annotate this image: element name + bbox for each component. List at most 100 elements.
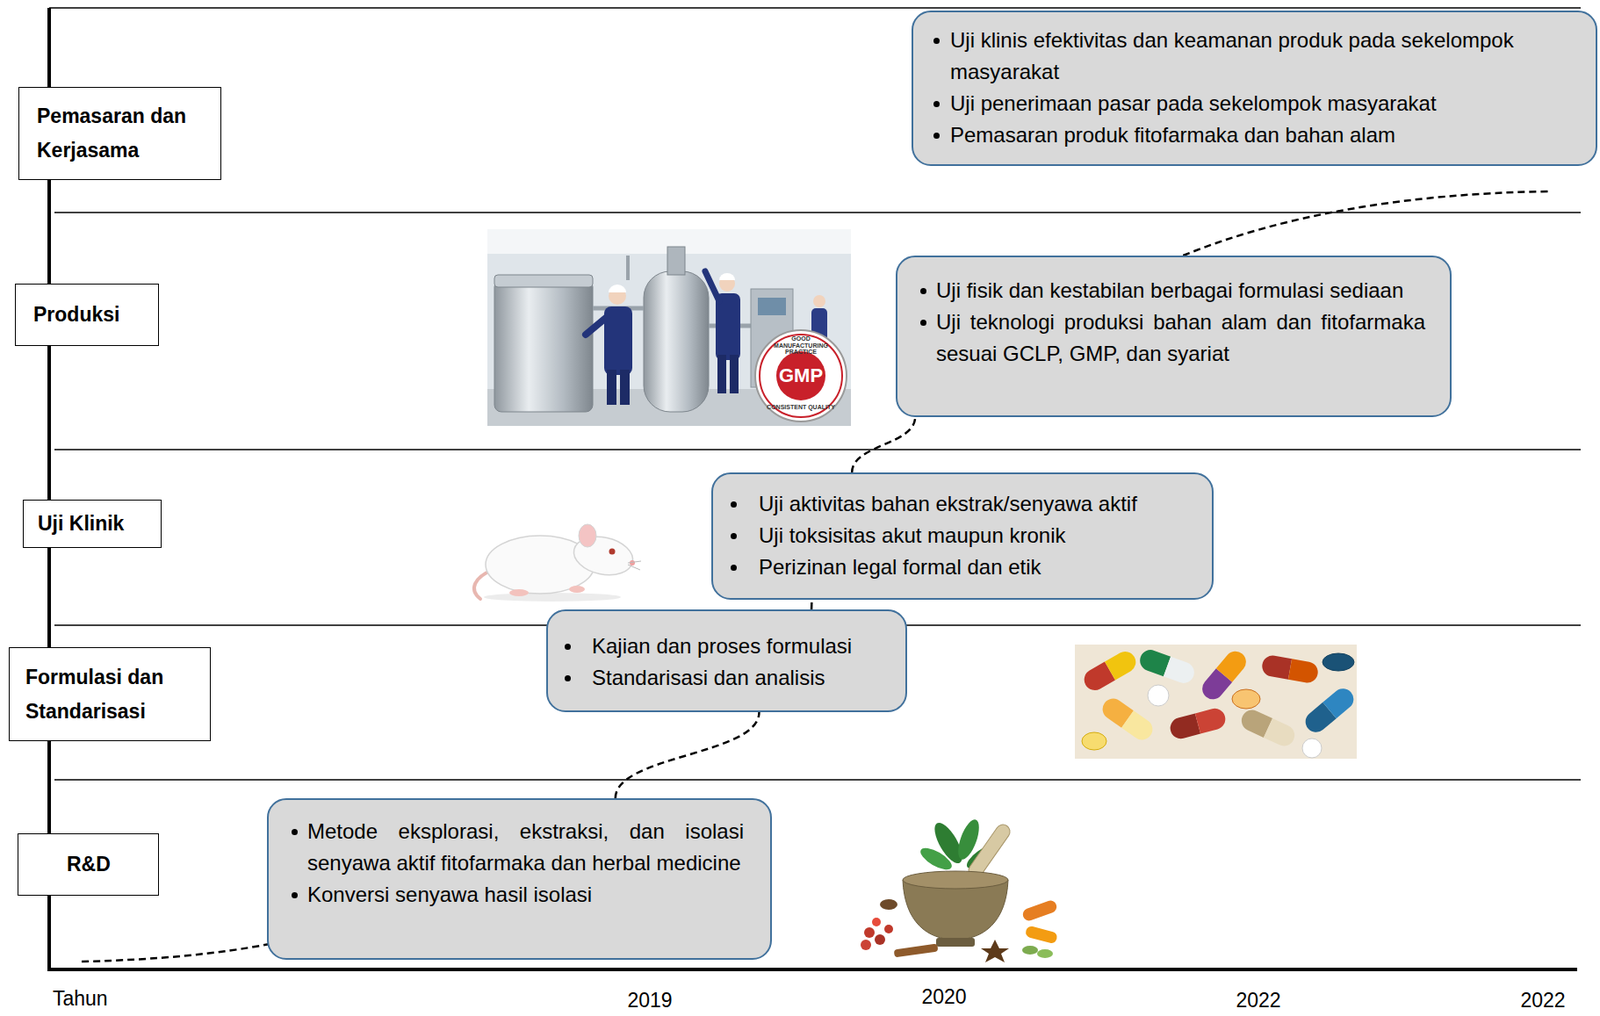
gmp-lab-photo-part bbox=[667, 246, 685, 275]
timeline-grid-part bbox=[54, 778, 1581, 781]
herbs-mortar-part bbox=[1037, 949, 1053, 959]
gmp-lab-photo-part bbox=[813, 295, 826, 308]
pills-photo-part-part bbox=[1104, 648, 1140, 681]
bullet-item: Perizinan legal formal dan etik bbox=[758, 551, 1195, 584]
pills-photo-part bbox=[1301, 684, 1358, 737]
herbs-mortar-part bbox=[1022, 945, 1038, 955]
stage-label: Formulasi dan Standarisasi bbox=[8, 647, 211, 742]
pills-photo bbox=[1074, 644, 1358, 759]
badge-text: CONSISTENT QUALITY bbox=[763, 403, 838, 411]
year-label: 2019 bbox=[605, 988, 694, 1014]
lab-rat-part bbox=[569, 585, 585, 593]
dashed-connector bbox=[851, 417, 916, 473]
stage-name: Pemasaran dan Kerjasama bbox=[36, 99, 214, 168]
gmp-lab-photo-part bbox=[619, 369, 630, 405]
pills-photo-part-part bbox=[1167, 713, 1201, 741]
lab-rat-part bbox=[609, 548, 616, 555]
gmp-lab-photo-part bbox=[606, 369, 617, 405]
gmp-lab-photo-part bbox=[494, 274, 593, 288]
bullet-dot bbox=[933, 132, 940, 139]
pills-photo-part bbox=[1074, 644, 1357, 759]
bullet-dot bbox=[933, 37, 940, 44]
pills-photo-part-part bbox=[1163, 656, 1197, 686]
herbs-mortar-part bbox=[1021, 899, 1059, 923]
badge-text: GOOD MANUFACTURING PRACTICE bbox=[763, 335, 838, 356]
process-box: Uji fisik dan kestabilan berbagai formul… bbox=[895, 255, 1452, 418]
stage-name: Formulasi dan Standarisasi bbox=[25, 660, 203, 729]
stage-label: Produksi bbox=[14, 283, 159, 346]
bullet-text: Kajian dan proses formulasi bbox=[591, 630, 888, 663]
pills-photo-part-part bbox=[1260, 654, 1292, 680]
gmp-lab-photo-part bbox=[585, 317, 607, 335]
gmp-lab-photo-part bbox=[757, 297, 786, 316]
stage-name: Uji Klinik bbox=[37, 506, 124, 541]
pills-photo-part bbox=[1322, 653, 1355, 671]
bullet-text: Uji penerimaan pasar pada sekelompok mas… bbox=[950, 87, 1579, 120]
pills-photo-part-part bbox=[1322, 684, 1358, 719]
herbs-mortar-part bbox=[902, 871, 1009, 889]
bullet-text: Uji klinis efektivitas dan keamanan prod… bbox=[950, 24, 1579, 88]
pills-photo-part bbox=[1081, 732, 1107, 750]
pills-photo-part bbox=[1147, 684, 1169, 707]
lab-rat-part bbox=[627, 564, 641, 570]
dashed-connector bbox=[810, 599, 814, 610]
stage-name: Produksi bbox=[33, 297, 120, 332]
stage-name: R&D bbox=[66, 847, 111, 882]
gmp-lab-photo-part bbox=[487, 229, 851, 426]
bullet-dot bbox=[730, 564, 737, 571]
bullet-text: Perizinan legal formal dan etik bbox=[758, 551, 1195, 584]
gmp-lab-photo-part bbox=[494, 280, 593, 412]
timeline-grid-part bbox=[54, 211, 1581, 214]
timeline-grid-part bbox=[54, 448, 1581, 451]
gmp-lab-photo-part bbox=[626, 255, 630, 281]
pills-photo-part-part bbox=[1288, 658, 1320, 685]
herbs-mortar-part bbox=[980, 939, 1010, 963]
bullet-dot bbox=[291, 828, 298, 836]
gmp-lab-photo-part bbox=[643, 271, 709, 412]
herbs-mortar-part bbox=[872, 917, 881, 927]
herbs-mortar-part bbox=[879, 899, 898, 910]
bullet-dot bbox=[291, 892, 298, 899]
timeline-grid-part bbox=[49, 7, 1581, 9]
bullet-dot bbox=[730, 501, 737, 508]
year-label: 2022 bbox=[1499, 988, 1587, 1014]
bullet-text: Pemasaran produk fitofarmaka dan bahan a… bbox=[950, 119, 1579, 152]
gmp-lab-photo-part bbox=[705, 271, 720, 302]
badge-title: GMP bbox=[756, 363, 845, 389]
pills-photo-part-part bbox=[1195, 706, 1228, 734]
process-box: Kajian dan proses formulasiStandarisasi … bbox=[546, 609, 908, 713]
process-box: Uji aktivitas bahan ekstrak/senyawa akti… bbox=[711, 472, 1214, 600]
lab-rat-part bbox=[627, 561, 642, 563]
stage-label: R&D bbox=[17, 833, 159, 896]
dashed-lead bbox=[1182, 191, 1550, 256]
bullet-item: Uji aktivitas bahan ekstrak/senyawa akti… bbox=[758, 488, 1195, 520]
bullet-dot bbox=[730, 533, 737, 540]
bullet-item: Uji teknologi produksi bahan alam dan fi… bbox=[936, 306, 1426, 370]
bullet-item: Standarisasi dan analisis bbox=[591, 662, 888, 694]
bullet-dot bbox=[564, 675, 571, 682]
bullet-item: Uji fisik dan kestabilan berbagai formul… bbox=[936, 274, 1426, 307]
herbs-mortar-part bbox=[1024, 925, 1059, 945]
bullet-item: Metode eksplorasi, ekstraksi, dan isolas… bbox=[307, 815, 744, 880]
pills-photo-part bbox=[1302, 738, 1322, 758]
herbs-mortar-part bbox=[874, 934, 886, 945]
pills-photo-part bbox=[1232, 689, 1261, 709]
herbs-mortar-part bbox=[864, 927, 875, 938]
bullet-item: Kajian dan proses formulasi bbox=[591, 630, 888, 663]
stage-label: Pemasaran dan Kerjasama bbox=[18, 86, 222, 181]
pills-photo-part bbox=[1167, 706, 1228, 742]
bullet-text: Metode eksplorasi, ekstraksi, dan isolas… bbox=[307, 815, 744, 880]
gmp-lab-photo-part bbox=[719, 273, 736, 281]
bullet-item: Uji penerimaan pasar pada sekelompok mas… bbox=[950, 87, 1579, 120]
herbs-mortar bbox=[860, 816, 1059, 963]
pills-photo-part bbox=[1260, 654, 1319, 685]
pills-photo-part bbox=[1137, 647, 1197, 686]
bullet-text: Konversi senyawa hasil isolasi bbox=[307, 879, 744, 911]
herbs-mortar-part bbox=[893, 944, 939, 959]
stage-label: Uji Klinik bbox=[22, 499, 162, 548]
pills-photo-part bbox=[1080, 648, 1139, 695]
lab-rat-part bbox=[509, 589, 529, 597]
timeline-grid-part bbox=[47, 967, 1578, 972]
bullet-text: Uji fisik dan kestabilan berbagai formul… bbox=[936, 274, 1426, 307]
